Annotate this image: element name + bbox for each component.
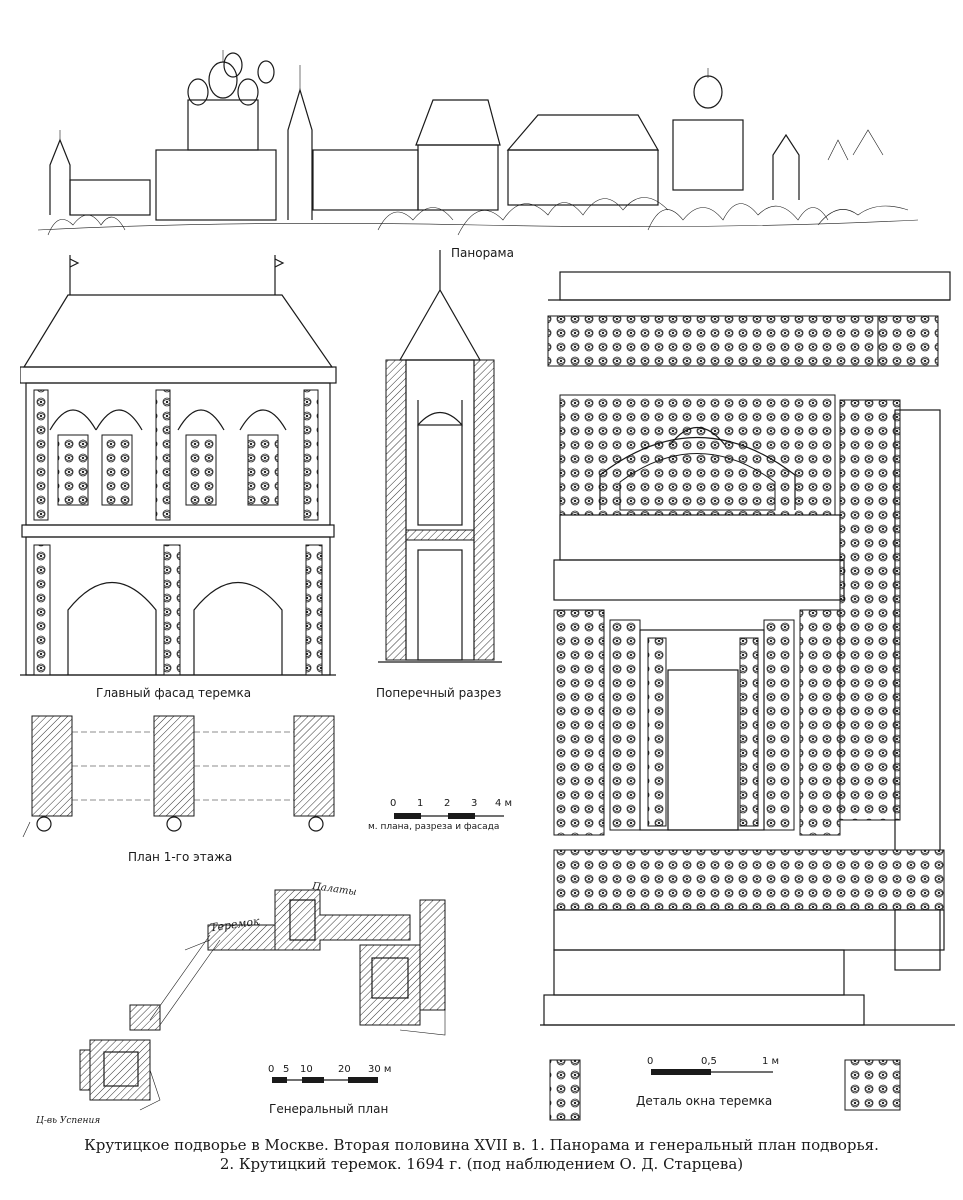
plan-scale-tick-4: 4 м (495, 798, 513, 809)
general-scale-tick-2: 10 (300, 1064, 313, 1075)
cross-section-drawing (378, 250, 508, 675)
detail-scale-tick-0: 0 (647, 1056, 654, 1067)
main-facade-label: Главный фасад теремка (96, 686, 252, 700)
detail-scale-bar: 0 0,5 1 м (645, 1056, 785, 1080)
plan-scale-tick-1: 1 (417, 798, 424, 809)
plan-scale-tick-3: 3 (471, 798, 478, 809)
plan-scale-note: м. плана, разреза и фасада (368, 822, 500, 832)
panorama-drawing (38, 20, 918, 242)
floor-plan-drawing (8, 712, 353, 837)
detail-scale-tick-1: 0,5 (701, 1056, 717, 1067)
panorama-label: Панорама (451, 246, 514, 260)
general-plan-label: Генеральный план (269, 1102, 389, 1116)
main-facade-drawing (20, 255, 340, 680)
floor-plan-label: План 1-го этажа (128, 850, 233, 864)
window-detail-drawing (540, 270, 955, 1130)
caption-line-2: 2. Крутицкий теремок. 1694 г. (под наблю… (219, 1155, 744, 1173)
general-scale-tick-3: 20 (338, 1064, 351, 1075)
plan-scale-tick-2: 2 (444, 798, 451, 809)
plan-scale-tick-0: 0 (390, 798, 397, 809)
window-detail-label: Деталь окна теремка (636, 1094, 773, 1108)
general-scale-bar: 0 5 10 20 30 м (268, 1064, 408, 1088)
general-scale-tick-0: 0 (268, 1064, 275, 1075)
caption-line-1: Крутицкое подворье в Москве. Вторая поло… (84, 1136, 879, 1154)
general-scale-tick-1: 5 (283, 1064, 290, 1075)
detail-scale-tick-2: 1 м (762, 1056, 780, 1067)
general-plan-drawing: Палаты Теремок Ц-вь Успения (36, 870, 460, 1126)
general-scale-tick-4: 30 м (368, 1064, 392, 1075)
church-label: Ц-вь Успения (36, 1116, 101, 1126)
cross-section-label: Поперечный разрез (376, 686, 502, 700)
plan-scale-bar: 0 1 2 3 4 м м. плана, разреза и фасада (368, 798, 530, 838)
